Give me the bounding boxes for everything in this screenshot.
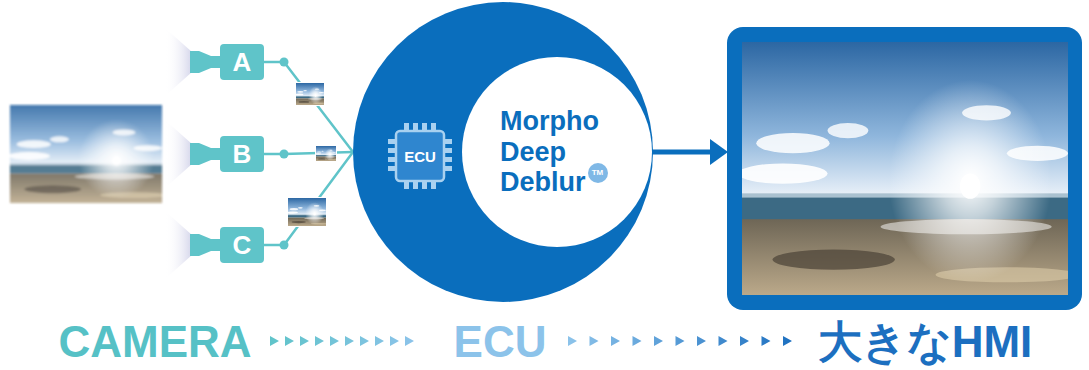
stage-label: 大きなHMI [818,320,1033,364]
text-holder: ECU [396,131,444,181]
chip-label: ECU [404,149,436,164]
camera-box: C [220,227,264,263]
camera-box: A [220,44,264,80]
camera-lens [190,51,220,73]
deblurred-photo [738,42,1078,295]
camera-box: B [220,136,264,172]
camera-link [264,62,353,152]
text-holder: Morpho Deep Deblur [500,106,614,198]
arrow-head [710,139,728,165]
flow-triangles [270,336,414,346]
camera-letter: A [233,48,252,77]
camera-link [264,152,353,154]
blurred-photo [8,105,167,203]
camera-lens [190,143,220,165]
product-name: Morpho Deep Deblur [500,106,614,198]
label-holder: 大きなHMI [818,320,1033,364]
photo-haze [10,105,162,203]
label-holder: CAMERA [58,320,251,364]
chip-body [396,131,444,181]
camera-lens [190,234,220,256]
output-arrow [652,150,712,155]
camera-letter: B [233,140,252,169]
thumbnail-frame [295,82,325,106]
circle-shape [588,163,608,183]
light-beam [165,120,192,188]
stage-label: ECU [454,320,547,364]
trademark-badge: TM [588,163,608,183]
camera-link [264,152,353,245]
stage-label: CAMERA [58,320,251,364]
light-beam [165,211,192,279]
circle-shape [462,57,652,247]
display-frame [727,27,1082,310]
circle-shape [353,2,653,302]
thumbnail-photo [288,198,328,226]
text-holder: TM [588,163,608,183]
light-beam [165,28,192,96]
trademark-mark: TM [592,169,604,177]
ecu-circle: ECU Morpho Deep DeblurTM [353,2,653,302]
flow-triangles [568,336,792,346]
label-holder: ECU [454,320,547,364]
thumbnail-photo [296,83,325,105]
thumbnail-photo [316,146,337,161]
thumbnail-frame [287,197,327,227]
thumbnail-frame [315,145,337,162]
camera-letter: C [233,231,252,260]
deblur-circle: Morpho Deep DeblurTM [462,57,652,247]
